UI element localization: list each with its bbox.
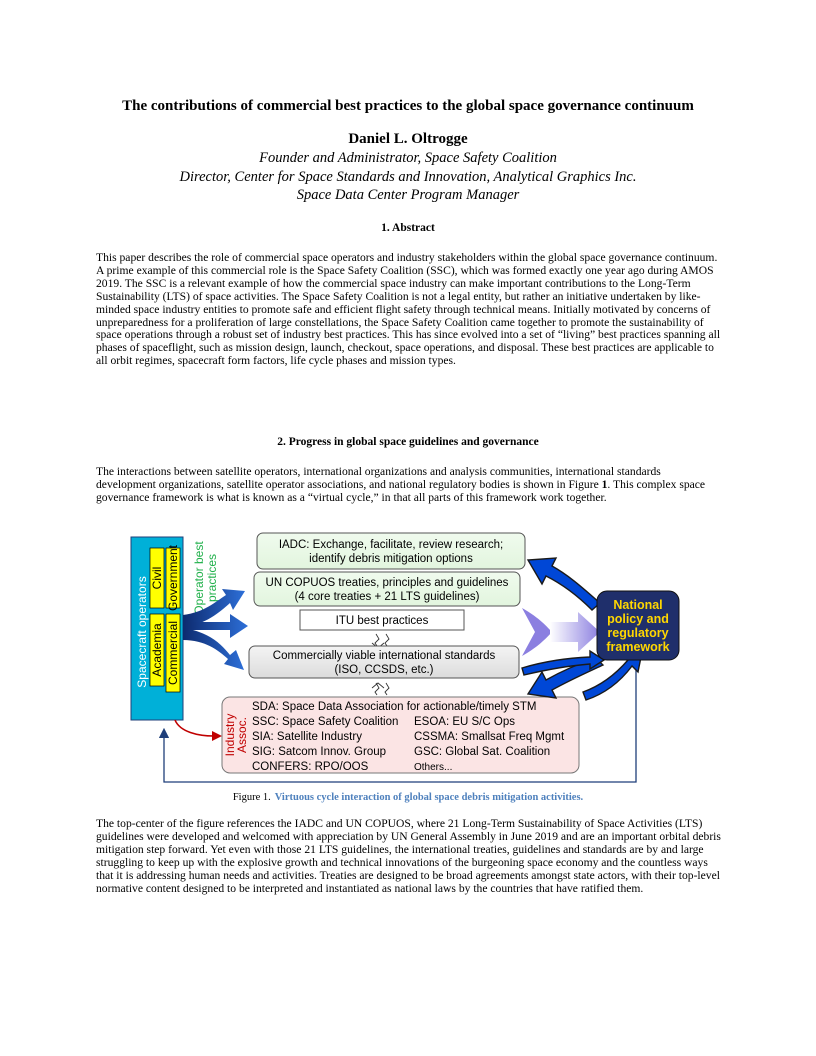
caption-label: Figure 1. — [232, 792, 271, 803]
best-practices-label-1: Operator best — [192, 541, 206, 615]
industry-associations-box — [221, 696, 580, 774]
affiliation-3: Space Data Center Program Manager — [296, 187, 520, 203]
assoc-sig: SIG: Satcom Innov. Group — [252, 746, 386, 758]
copuos-line-2: (4 core treaties + 21 LTS guidelines) — [295, 591, 480, 603]
assoc-esoa: ESOA: EU S/C Ops — [414, 716, 515, 728]
caption-text: Virtuous cycle interaction of global spa… — [274, 792, 584, 803]
author-name: Daniel L. Oltrogge — [348, 131, 468, 147]
curved-arrows — [521, 557, 643, 701]
affiliation-2: Director, Center for Space Standards and… — [179, 169, 637, 185]
label-academia: Academia — [150, 623, 164, 677]
itu-box — [299, 609, 465, 631]
assoc-confers: CONFERS: RPO/OOS — [252, 761, 369, 773]
assoc-cssma: CSSMA: Smallsat Freq Mgmt — [414, 731, 565, 743]
segment-civil — [149, 547, 165, 609]
label-commercial: Commercial — [166, 621, 180, 685]
industry-label-2: Assoc. — [235, 717, 249, 753]
feedback-loop-line — [158, 665, 637, 783]
intro-paragraph: The interactions between satellite opera… — [96, 465, 722, 505]
standards-line-2: (ISO, CCSDS, etc.) — [334, 664, 433, 676]
section-heading-abstract: 1. Abstract — [381, 222, 435, 234]
standards-box — [248, 645, 520, 679]
abstract-paragraph: This paper describes the role of commerc… — [96, 251, 721, 368]
assoc-sia: SIA: Satellite Industry — [252, 731, 362, 743]
paper-title: The contributions of commercial best pra… — [122, 98, 694, 114]
national-line-3: regulatory — [607, 626, 668, 640]
intro-text-after: . This complex space governance framewor… — [96, 477, 706, 504]
body-paragraph: The top-center of the figure references … — [96, 817, 721, 895]
assoc-gsc: GSC: Global Sat. Coalition — [414, 746, 550, 758]
assoc-others: Others... — [414, 762, 452, 773]
intro-text-before: The interactions between satellite opera… — [96, 465, 661, 491]
segment-government — [165, 547, 181, 609]
iadc-box — [256, 532, 526, 570]
iadc-line-1: IADC: Exchange, facilitate, review resea… — [279, 539, 503, 551]
copuos-box — [253, 571, 521, 607]
national-line-4: framework — [606, 640, 669, 654]
section-heading-progress: 2. Progress in global space guidelines a… — [277, 436, 539, 448]
convergent-arrow — [522, 608, 552, 656]
figure-reference: 1 — [601, 477, 608, 491]
industry-label-1: Industry — [223, 714, 237, 757]
national-line-2: policy and — [607, 612, 669, 626]
national-line-1: National — [613, 598, 662, 612]
fan-arrows-from-operators — [183, 589, 248, 670]
iadc-line-2: identify debris mitigation options — [309, 553, 473, 565]
assoc-sda: SDA: Space Data Association for actionab… — [252, 701, 536, 713]
itu-label: ITU best practices — [336, 615, 429, 627]
standards-line-1: Commercially viable international standa… — [273, 650, 496, 662]
segment-academia — [149, 613, 165, 687]
figure-caption: Figure 1.Virtuous cycle interaction of g… — [60, 792, 756, 803]
national-policy-box — [596, 590, 680, 661]
affiliation-1: Founder and Administrator, Space Safety … — [259, 150, 557, 166]
segment-commercial — [165, 613, 181, 693]
operators-title: Spacecraft operators — [135, 576, 149, 687]
copuos-line-1: UN COPUOS treaties, principles and guide… — [266, 577, 509, 589]
industry-to-standards-arrow — [371, 682, 390, 696]
assoc-ssc: SSC: Space Safety Coalition — [252, 716, 398, 728]
operators-to-industry-arrow — [174, 719, 215, 737]
label-civil: Civil — [150, 567, 164, 590]
best-practices-label-2: practices — [205, 554, 219, 602]
label-government: Government — [166, 544, 180, 611]
